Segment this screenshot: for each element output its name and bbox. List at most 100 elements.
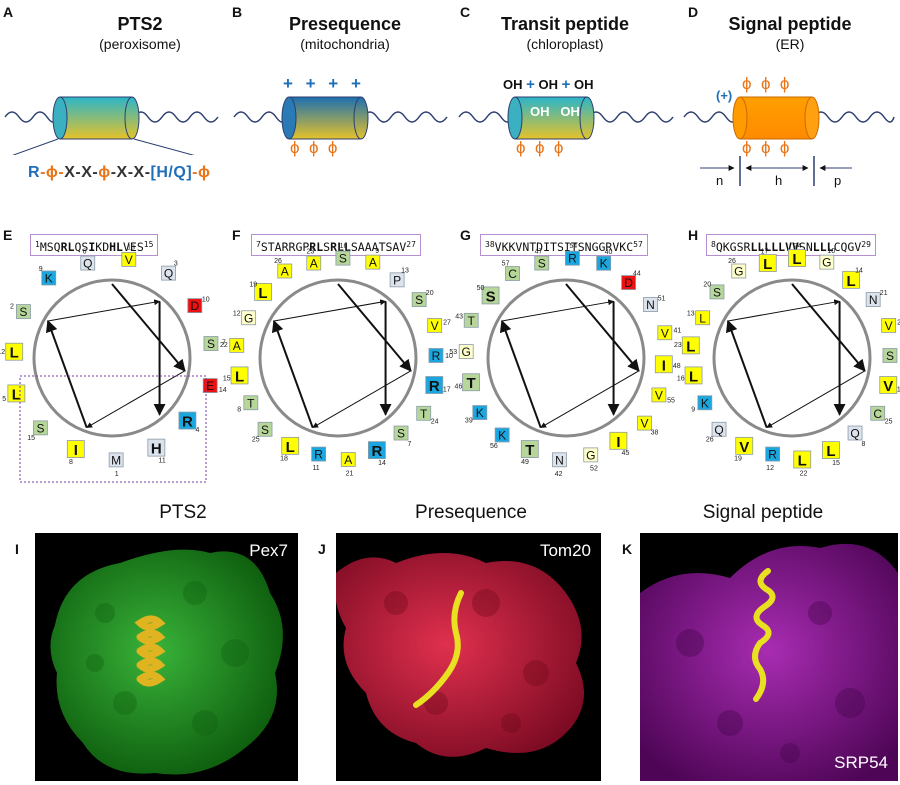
residue-box [254, 282, 272, 301]
residue-s-16: S16 [335, 243, 351, 266]
residue-box [66, 440, 85, 458]
sequence-start-number: 38 [485, 240, 495, 249]
protein-label-pex7: Pex7 [249, 541, 288, 560]
residue-box [765, 446, 781, 462]
residue-letter: V [739, 439, 749, 456]
residue-box [596, 255, 612, 271]
residue-number: 25 [885, 418, 893, 425]
residue-d-44: D44 [621, 271, 641, 290]
residue-letter: V [883, 378, 893, 395]
residue-number: 18 [897, 387, 900, 394]
residue-number: 14 [378, 460, 386, 467]
residue-number: 26 [728, 258, 736, 265]
plus-2: + [561, 76, 571, 93]
residue-letter: V [125, 253, 133, 267]
residue-a-23: A23 [306, 248, 322, 271]
residue-n-42: N42 [552, 452, 567, 478]
sequence-end-number: 15 [143, 240, 154, 249]
oh-label-3: OH [574, 77, 594, 92]
residue-box [41, 270, 57, 286]
residue-box [108, 452, 124, 468]
residue-g-26: G26 [728, 258, 747, 278]
residue-letter: K [498, 428, 506, 442]
wheel-chord [540, 370, 640, 428]
wheel-e: Q6V13Q3D10S7E14R4H11M1I8S15L5L12S2K9 [0, 245, 227, 478]
residue-number: 15 [223, 376, 231, 383]
residue-box [881, 318, 897, 333]
residue-box [637, 415, 652, 431]
residue-g-10: G10 [819, 248, 835, 270]
residue-number: 51 [658, 296, 666, 303]
residue-i-8: I8 [66, 440, 85, 466]
residue-letter: Q [850, 427, 859, 441]
residue-box [33, 420, 48, 436]
panel-c-subtitle: (chloroplast) [526, 36, 604, 52]
residue-l-12: L12 [0, 342, 24, 362]
residue-v-38: V38 [637, 415, 659, 436]
residue-box [882, 348, 898, 363]
residue-number: 12 [233, 310, 241, 317]
residue-k-9: K9 [691, 395, 713, 414]
residue-box [277, 263, 293, 279]
residue-number: 27 [443, 319, 451, 326]
sequence-end-number: 27 [406, 240, 416, 249]
wheel-chord [727, 299, 841, 322]
residue-v-19: V19 [734, 436, 754, 462]
residue-number: 14 [219, 387, 227, 394]
residue-box [241, 310, 257, 326]
wheel-chord [501, 299, 615, 322]
residue-number: 22 [800, 470, 808, 477]
oh-label-2: OH [538, 77, 559, 92]
structure-pex7: Pex7 [35, 533, 298, 781]
residue-s-15: S15 [27, 420, 48, 442]
signal-helix-cartoon [752, 568, 776, 702]
residue-letter: V [885, 319, 893, 333]
residue-letter: L [763, 256, 772, 273]
residue-number: 21 [880, 290, 888, 297]
residue-l-5: L5 [2, 384, 26, 403]
wheel-chord [791, 283, 866, 372]
sequence-segment: QS [74, 240, 89, 254]
panel-letter-e: E [3, 227, 13, 243]
residue-letter: C [873, 407, 882, 421]
residue-number: 9 [375, 248, 379, 255]
residue-letter: S [261, 423, 269, 437]
residue-letter: L [826, 443, 835, 460]
residue-number: 38 [651, 429, 659, 436]
residue-k-40: K40 [596, 249, 612, 271]
residue-letter: A [281, 264, 289, 278]
residue-box [565, 250, 580, 266]
residue-k-56: K56 [490, 427, 510, 450]
region-p: p [834, 173, 842, 188]
residue-a-21: A21 [340, 452, 356, 477]
region-h: h [775, 173, 783, 188]
residue-box [311, 446, 327, 462]
residue-box [340, 452, 356, 467]
residue-number: 42 [555, 471, 563, 478]
residue-letter: L [12, 386, 21, 403]
residue-number: 56 [490, 443, 498, 450]
residue-number: 5 [2, 396, 6, 403]
residue-box [161, 265, 176, 281]
residue-number: 17 [443, 387, 451, 394]
wheel-chord [45, 319, 88, 428]
pts2-helix-diagram [4, 96, 219, 155]
motif-hq: [H/Q] [150, 164, 193, 181]
wheel-chord [725, 319, 768, 428]
residue-box [822, 441, 840, 460]
motif-x-2: -X-X- [110, 164, 151, 181]
structure-j-title: Presequence [415, 502, 527, 523]
residue-letter: R [314, 448, 323, 462]
panel-b-subtitle: (mitochondria) [300, 36, 390, 52]
transit-hydroxyl-row: OH + OH + OH [503, 76, 594, 93]
panel-letter-c: C [460, 4, 471, 20]
residue-number: 12 [0, 349, 5, 356]
residue-letter: T [466, 375, 475, 392]
residue-number: 46 [455, 383, 463, 390]
residue-letter: L [792, 251, 801, 268]
sequence-start-number: 7 [256, 240, 261, 249]
residue-letter: I [616, 434, 620, 451]
